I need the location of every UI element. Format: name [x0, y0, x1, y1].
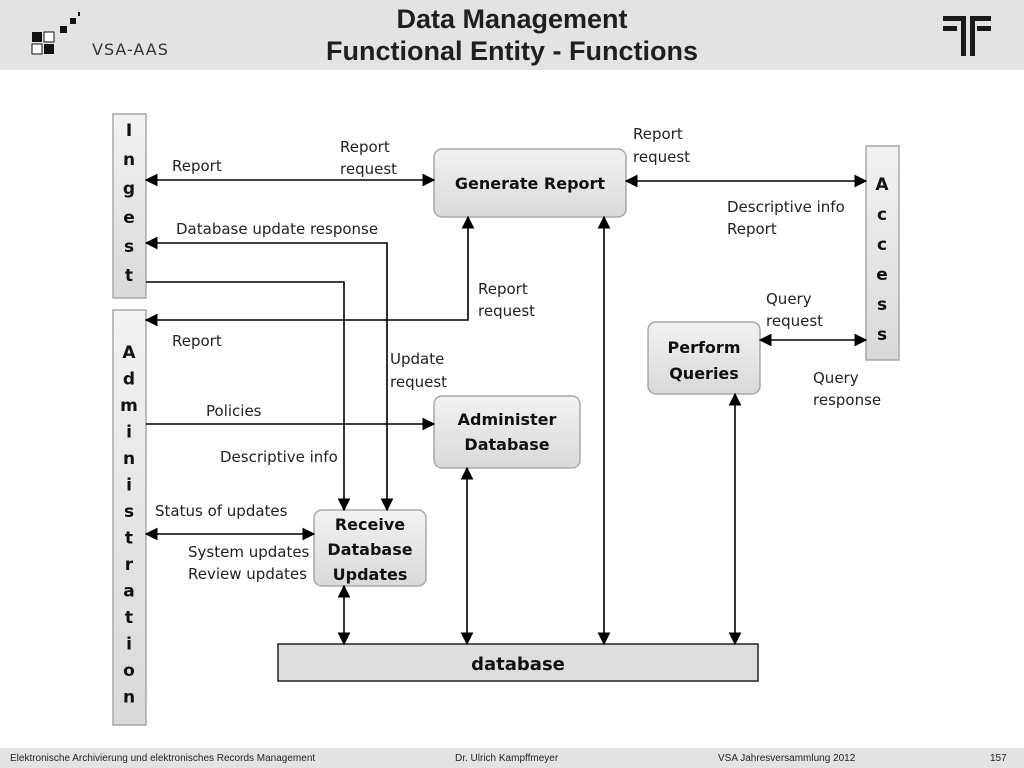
- slide-footer: Elektronische Archivierung und elektroni…: [0, 748, 1024, 768]
- administration-letter: n: [123, 449, 135, 469]
- descriptive-info-label: Descriptive info: [220, 448, 338, 466]
- database-bar: [277, 643, 759, 682]
- administration-letter: s: [124, 502, 134, 522]
- ingest-to-receive-arrow: [146, 281, 351, 512]
- administration-letter: d: [123, 370, 135, 390]
- administration-letter: r: [125, 555, 134, 575]
- administration-letter: n: [123, 688, 135, 708]
- footer-center: Dr. Ulrich Kampffmeyer: [455, 753, 559, 764]
- access-letter: s: [877, 295, 887, 315]
- report-request-label-1: Report: [340, 138, 390, 156]
- query-response-label-1: Query: [813, 369, 859, 387]
- title-line-1: Data Management: [396, 4, 628, 34]
- administer-database-label-1: Administer: [458, 410, 557, 429]
- access-letter: c: [877, 205, 887, 225]
- access-letter: s: [877, 325, 887, 345]
- administration-letter: i: [126, 423, 132, 443]
- report-request-label-2: request: [340, 160, 397, 178]
- checker-squares-icon: [31, 12, 80, 55]
- administer-database-label-2: Database: [464, 435, 549, 454]
- generate-report-label: Generate Report: [455, 174, 605, 193]
- perform-queries-box: [647, 321, 761, 395]
- access-letter: c: [877, 235, 887, 255]
- footer-right: VSA Jahresversammlung 2012: [718, 753, 856, 764]
- administration-letter: m: [120, 396, 138, 416]
- administration-letter: i: [126, 635, 132, 655]
- title-line-2: Functional Entity - Functions: [326, 36, 698, 66]
- access-report-request-label-1: Report: [633, 125, 683, 143]
- access-entity: [865, 145, 900, 361]
- administration-letter: i: [126, 476, 132, 496]
- query-response-label-2: response: [813, 391, 881, 409]
- administration-letter: A: [122, 343, 136, 363]
- access-report-request-label-2: request: [633, 148, 690, 166]
- report-request-mid-arrow: [144, 215, 475, 327]
- ingest-letter: s: [124, 237, 134, 257]
- slide-header: VSA-AAS Data Management Functional Entit…: [0, 0, 1024, 70]
- administration-letter: a: [123, 582, 134, 602]
- fe-monogram-icon: [943, 16, 991, 56]
- ingest-letter: e: [123, 208, 135, 228]
- footer-left: Elektronische Archivierung und elektroni…: [10, 753, 316, 764]
- report-request-mid-label-2: request: [478, 302, 535, 320]
- ingest-letter: g: [123, 179, 135, 199]
- administer-database-box: [433, 395, 581, 469]
- db-update-response-label: Database update response: [176, 220, 378, 238]
- descriptive-report-label-1: Descriptive info: [727, 198, 845, 216]
- update-request-arrow: [144, 236, 394, 512]
- access-letter: e: [876, 265, 888, 285]
- ingest-entity: [112, 113, 147, 299]
- logo-text: VSA-AAS: [92, 40, 169, 59]
- report-request-mid-label-1: Report: [478, 280, 528, 298]
- review-updates-label: Review updates: [188, 565, 307, 583]
- database-label: database: [471, 654, 565, 675]
- administration-letter: t: [125, 608, 133, 628]
- ingest-letter: I: [126, 121, 132, 141]
- status-updates-label: Status of updates: [155, 502, 288, 520]
- query-request-label-1: Query: [766, 290, 812, 308]
- ingest-letter: n: [123, 150, 135, 170]
- update-request-label-2: request: [390, 373, 447, 391]
- receive-updates-label-2: Database: [327, 540, 412, 559]
- report-label: Report: [172, 157, 222, 175]
- query-request-label-2: request: [766, 312, 823, 330]
- perform-queries-label-1: Perform: [668, 338, 741, 357]
- admin-report-label: Report: [172, 332, 222, 350]
- page-title: Data Management Functional Entity - Func…: [212, 3, 812, 67]
- administration-letter: t: [125, 529, 133, 549]
- perform-queries-label-2: Queries: [669, 364, 739, 383]
- connectors: [144, 173, 868, 646]
- receive-updates-label-3: Updates: [333, 565, 408, 584]
- receive-updates-label-1: Receive: [335, 515, 405, 534]
- administration-entity: [112, 309, 147, 726]
- system-updates-label: System updates: [188, 543, 310, 561]
- ingest-letter: t: [125, 266, 133, 286]
- page-number: 157: [990, 753, 1007, 764]
- descriptive-report-label-2: Report: [727, 220, 777, 238]
- access-letter: A: [875, 175, 889, 195]
- update-request-label-1: Update: [390, 350, 444, 368]
- policies-label: Policies: [206, 402, 262, 420]
- administration-letter: o: [123, 661, 135, 681]
